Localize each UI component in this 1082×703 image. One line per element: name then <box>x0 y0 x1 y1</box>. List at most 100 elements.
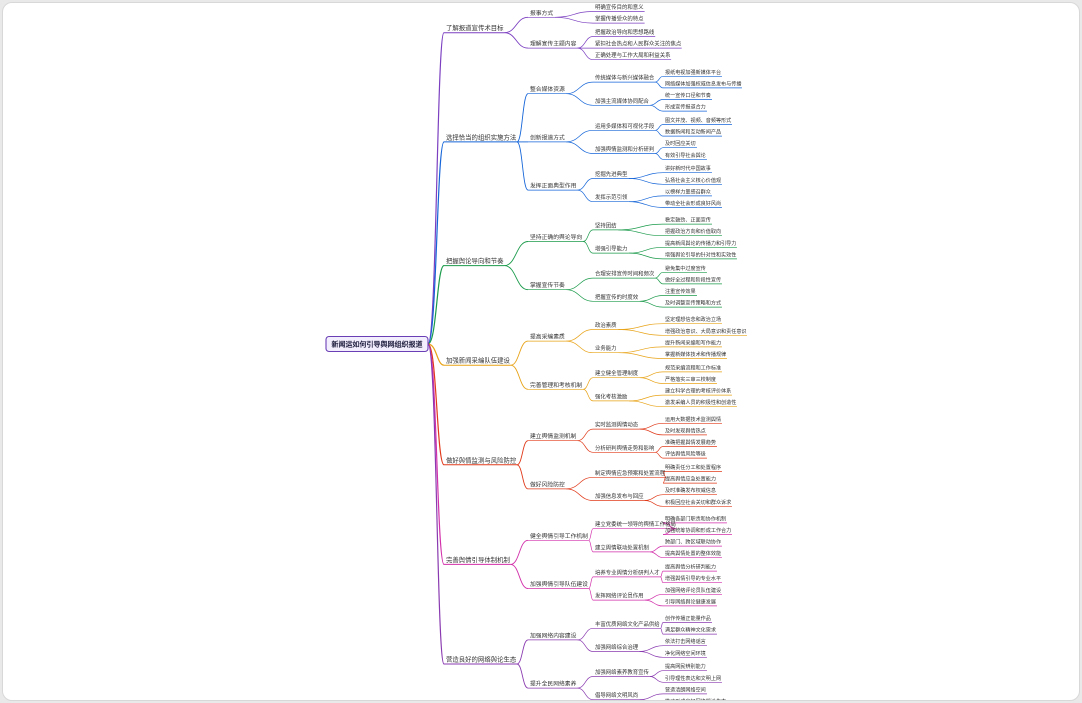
mindmap-node-depth-3[interactable]: 业务能力 <box>595 344 617 352</box>
mindmap-node-depth-2[interactable]: 掌握宣传节奏 <box>530 281 565 289</box>
mindmap-node-depth-4[interactable]: 提高舆情应急处置能力 <box>665 476 716 483</box>
mindmap-node-depth-3[interactable]: 发挥示范引领 <box>595 193 628 201</box>
mindmap-node-depth-3[interactable]: 传统媒体与新兴媒体融合 <box>595 74 655 82</box>
mindmap-node-depth-2[interactable]: 建立舆情监测机制 <box>530 432 577 440</box>
mindmap-node-depth-3[interactable]: 政治素质 <box>595 321 617 329</box>
mindmap-node-depth-3[interactable]: 加强主流媒体协同配合 <box>595 97 650 105</box>
mindmap-node-depth-4[interactable]: 讲好新时代中国故事 <box>665 165 711 172</box>
mindmap-node-depth-3[interactable]: 掌握传播受众的特点 <box>595 15 644 23</box>
mindmap-node-depth-3[interactable]: 紧扣社会热点和人民群众关注的焦点 <box>595 40 682 48</box>
mindmap-node-depth-4[interactable]: 提升新闻采编和写作能力 <box>665 339 721 346</box>
mindmap-node-depth-4[interactable]: 注重宣传效果 <box>665 288 696 295</box>
mindmap-node-depth-4[interactable]: 提高新闻舆论的传播力和引导力 <box>665 240 736 247</box>
mindmap-node-depth-4[interactable]: 提高舆情分析研判能力 <box>665 564 716 571</box>
mindmap-node-depth-3[interactable]: 实时监测舆情动态 <box>595 421 639 429</box>
mindmap-node-depth-2[interactable]: 完善管理和考核机制 <box>530 381 582 389</box>
mindmap-node-depth-4[interactable]: 及时回应关切 <box>665 140 696 147</box>
mindmap-node-depth-3[interactable]: 加强网络素养教育宣传 <box>595 668 650 676</box>
mindmap-node-depth-4[interactable]: 及时发现舆情热点 <box>665 427 706 434</box>
mindmap-node-depth-3[interactable]: 运用多媒体和可视化手段 <box>595 122 655 130</box>
mindmap-node-depth-2[interactable]: 提高采编素质 <box>530 333 565 341</box>
mindmap-node-depth-1[interactable]: 做好舆情监测与风险防控 <box>446 455 517 464</box>
mindmap-node-depth-4[interactable]: 激发采编人员的积极性和创造性 <box>665 399 736 406</box>
mindmap-node-depth-4[interactable]: 报纸电视加强新媒体平台 <box>665 69 721 76</box>
mindmap-node-depth-4[interactable]: 避免集中过度宣传 <box>665 265 706 272</box>
mindmap-node-depth-2[interactable]: 健全舆情引导工作机制 <box>530 532 588 540</box>
mindmap-node-depth-4[interactable]: 评估舆情风险等级 <box>665 451 706 458</box>
mindmap-node-depth-4[interactable]: 创作传播正能量作品 <box>665 615 711 622</box>
mindmap-node-depth-4[interactable]: 及时调整宣传策略和方式 <box>665 300 721 307</box>
mindmap-node-depth-4[interactable]: 统一宣传口径和节奏 <box>665 92 711 99</box>
mindmap-node-depth-3[interactable]: 发挥网络评论员作用 <box>595 592 644 600</box>
mindmap-node-depth-3[interactable]: 建立党委统一领导的舆情工作格局 <box>595 520 676 528</box>
mindmap-node-depth-4[interactable]: 以榜样力量感召群众 <box>665 188 711 195</box>
mindmap-node-depth-3[interactable]: 建立健全管理制度 <box>595 369 639 377</box>
mindmap-node-depth-4[interactable]: 明确各部门职责和协作机制 <box>665 515 726 522</box>
mindmap-node-depth-4[interactable]: 及时准确发布权威信息 <box>665 487 716 494</box>
mindmap-node-depth-4[interactable]: 图文并茂、视频、音频等形式 <box>665 117 731 124</box>
mindmap-node-depth-4[interactable]: 形成宣传报道合力 <box>665 104 706 111</box>
mindmap-node-depth-1[interactable]: 营造良好的网络舆论生态 <box>446 655 517 664</box>
mindmap-node-depth-3[interactable]: 丰富优质网络文化产品供给 <box>595 620 660 628</box>
mindmap-node-depth-4[interactable]: 提高舆情处置的整体效能 <box>665 550 721 557</box>
mindmap-node-depth-3[interactable]: 明确宣传目的和意义 <box>595 3 644 11</box>
mindmap-node-depth-3[interactable]: 加强网络综合治理 <box>595 643 639 651</box>
mindmap-node-depth-3[interactable]: 加强信息发布与回应 <box>595 492 644 500</box>
mindmap-node-depth-4[interactable]: 营造清朗网络空间 <box>665 686 706 693</box>
mindmap-node-depth-2[interactable]: 报事方式 <box>530 9 553 17</box>
mindmap-node-depth-4[interactable]: 坚定理想信念和政治立场 <box>665 316 721 323</box>
mindmap-node-depth-2[interactable]: 创新报道方式 <box>530 133 565 141</box>
mindmap-node-depth-4[interactable]: 掌握新媒体技术和传播规律 <box>665 351 726 358</box>
mindmap-node-depth-2[interactable]: 整合媒体资源 <box>530 85 565 93</box>
mindmap-node-depth-2[interactable]: 坚持正确的舆论导向 <box>530 233 582 241</box>
mindmap-node-depth-4[interactable]: 数据新闻和互动新闻产品 <box>665 129 721 136</box>
mindmap-node-depth-4[interactable]: 明确责任分工和处置程序 <box>665 464 721 471</box>
mindmap-node-depth-2[interactable]: 加强舆情引导队伍建设 <box>530 580 588 588</box>
mindmap-node-depth-4[interactable]: 提高网民辨别能力 <box>665 663 706 670</box>
mindmap-node-depth-3[interactable]: 强化考核激励 <box>595 392 628 400</box>
mindmap-node-depth-3[interactable]: 分析研判舆情走势和影响 <box>595 444 655 452</box>
mindmap-node-depth-4[interactable]: 稳定鼓劲、正面宣传 <box>665 217 711 224</box>
mindmap-node-depth-3[interactable]: 加强舆情监测和分析研判 <box>595 145 654 153</box>
mindmap-node-depth-1[interactable]: 把握舆论导向和节奏 <box>446 256 504 265</box>
mindmap-node-depth-4[interactable]: 依法打击网络谣言 <box>665 638 706 645</box>
mindmap-node-depth-4[interactable]: 有效引导社会舆论 <box>665 152 706 159</box>
mindmap-node-depth-4[interactable]: 引导网络舆论健康发展 <box>665 598 716 605</box>
mindmap-node-depth-3[interactable]: 正确处理与工作大局和利益关系 <box>595 51 671 59</box>
mindmap-node-depth-1[interactable]: 完善舆情引导体制机制 <box>446 555 510 564</box>
mindmap-node-depth-1[interactable]: 加强新闻采编队伍建设 <box>446 356 511 365</box>
mindmap-node-depth-4[interactable]: 建立科学合理的考核评价体系 <box>665 388 731 395</box>
mindmap-node-depth-4[interactable]: 引导理性表达和文明上网 <box>665 675 721 682</box>
mindmap-node-depth-3[interactable]: 合理安排宣传时间和频次 <box>595 270 655 278</box>
mindmap-node-depth-4[interactable]: 增强舆论引导的针对性和实效性 <box>665 251 736 258</box>
mindmap-node-depth-4[interactable]: 推动形成良好网络舆论生态 <box>665 698 726 700</box>
mindmap-node-depth-4[interactable]: 带动全社会形成良好风尚 <box>665 200 721 207</box>
mindmap-node-depth-3[interactable]: 把握政治导向和思想路线 <box>595 28 655 36</box>
mindmap-node-depth-1[interactable]: 选择恰当的组织实施方法 <box>446 132 517 141</box>
mindmap-node-depth-4[interactable]: 准确把握舆情发展趋势 <box>665 439 716 446</box>
mindmap-node-depth-3[interactable]: 培养专业舆情分析研判人才 <box>595 568 660 576</box>
mindmap-node-depth-3[interactable]: 建立舆情联动处置机制 <box>595 543 649 551</box>
mindmap-node-depth-2[interactable]: 提升全民网络素养 <box>530 680 577 688</box>
mindmap-node-depth-2[interactable]: 加强网络内容建设 <box>530 631 577 639</box>
mindmap-node-depth-3[interactable]: 挖掘先进典型 <box>595 170 628 178</box>
mindmap-node-depth-4[interactable]: 把握政治方向和价值取向 <box>665 228 721 235</box>
mindmap-node-depth-3[interactable]: 把握宣传的时度效 <box>595 293 639 301</box>
mindmap-node-depth-3[interactable]: 增强引导能力 <box>595 245 627 253</box>
mindmap-node-depth-4[interactable]: 积极回应社会关切和群众诉求 <box>665 499 731 506</box>
mindmap-node-depth-4[interactable]: 严格落实三审三校制度 <box>665 376 716 383</box>
mindmap-node-depth-3[interactable]: 制定舆情应急预案和处置流程 <box>595 469 666 477</box>
mindmap-node-depth-4[interactable]: 净化网络空间环境 <box>665 650 706 657</box>
mindmap-node-depth-4[interactable]: 做好全过程和阶段性宣传 <box>665 276 721 283</box>
mindmap-node-depth-4[interactable]: 规范采编流程和工作标准 <box>665 364 721 371</box>
mindmap-node-depth-4[interactable]: 增强舆情引导的专业水平 <box>665 575 721 582</box>
mindmap-node-depth-3[interactable]: 倡导网络文明风尚 <box>595 691 638 699</box>
mindmap-node-depth-4[interactable]: 网络媒体加强权威信息发布与传播 <box>665 80 741 87</box>
mindmap-node-depth-4[interactable]: 跨部门、跨区域联动协作 <box>665 539 721 546</box>
mindmap-node-depth-1[interactable]: 了解报道宣传术目标 <box>446 23 504 32</box>
mindmap-node-depth-4[interactable]: 增强政治意识、大局意识和责任意识 <box>665 328 747 335</box>
mindmap-node-depth-4[interactable]: 满足群众精神文化需求 <box>665 627 716 634</box>
mindmap-node-depth-2[interactable]: 理解宣传主题内容 <box>530 40 577 48</box>
mindmap-node-depth-2[interactable]: 做好风险防控 <box>530 480 565 488</box>
mindmap-node-depth-4[interactable]: 弘扬社会主义核心价值观 <box>665 177 721 184</box>
